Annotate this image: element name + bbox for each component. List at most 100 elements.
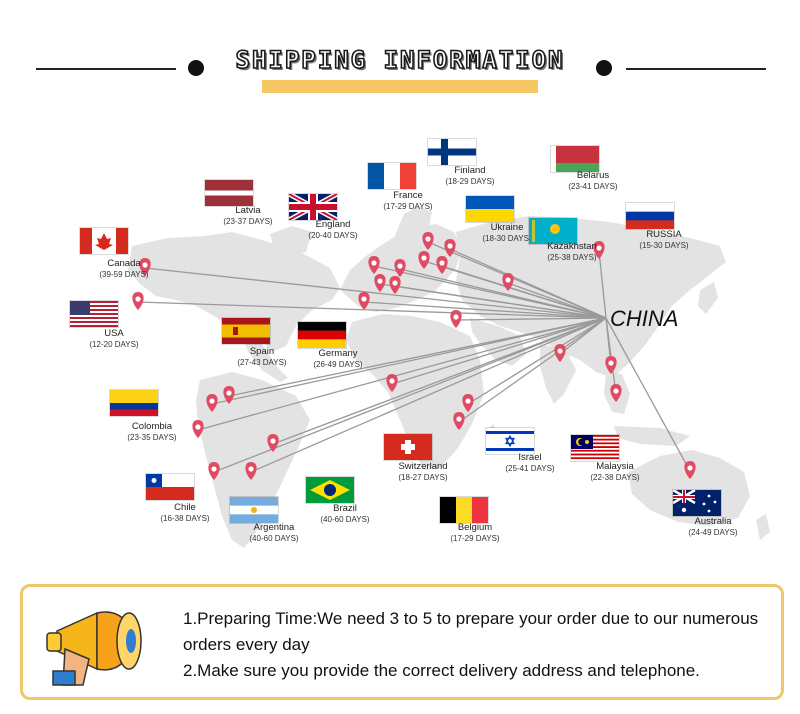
route-line (455, 317, 607, 321)
location-pin-icon (267, 434, 279, 452)
country-name: Spain (249, 346, 275, 357)
notice-line-3: 2.Make sure you provide the correct deli… (183, 661, 700, 680)
country-label-spain: Spain(27-43 DAYS) (207, 346, 317, 368)
usa-flag-icon (70, 301, 118, 327)
location-pin-icon (554, 344, 566, 362)
country-name: Australia (694, 516, 732, 527)
country-name: Argentina (253, 522, 295, 533)
country-label-france: France(17-29 DAYS) (353, 190, 463, 212)
location-pin-icon (502, 273, 514, 291)
shipping-days: (23-37 DAYS) (223, 217, 273, 226)
route-line (605, 317, 691, 472)
route-line (144, 267, 607, 319)
shipping-routes (137, 241, 691, 473)
russia-flag-icon (626, 203, 674, 229)
location-pin-icon (368, 256, 380, 274)
country-label-australia: Australia(24-49 DAYS) (658, 516, 768, 538)
malaysia-flag-icon (571, 435, 619, 461)
shipping-days: (17-29 DAYS) (383, 202, 433, 211)
country-label-usa: USA(12-20 DAYS) (59, 328, 169, 350)
notice-line-2: orders every day (183, 635, 310, 654)
country-label-kazakhstan: Kazakhstan(25-38 DAYS) (517, 241, 627, 263)
uk-flag-icon (289, 194, 337, 220)
shipping-days: (17-29 DAYS) (450, 534, 500, 543)
country-name: Kazakhstan (547, 241, 597, 252)
land-north-america (128, 232, 340, 352)
country-name: USA (104, 328, 124, 339)
land-indonesia (614, 426, 690, 446)
location-pin-icon (453, 412, 465, 430)
switzerland-flag-icon (384, 434, 432, 460)
country-name: Finland (454, 165, 486, 176)
kazakhstan-flag-icon (529, 218, 577, 244)
shipping-days: (18-30 DAYS) (482, 234, 532, 243)
belarus-flag-icon (551, 146, 599, 172)
location-pin-icon (394, 259, 406, 277)
chile-flag-icon (146, 474, 194, 500)
country-name: Canada (107, 258, 141, 269)
land-new-zealand (756, 514, 770, 540)
location-pin-icon (422, 232, 434, 250)
country-label-germany: Germany(26-49 DAYS) (283, 348, 393, 370)
country-name: Belgium (457, 522, 493, 533)
route-line (458, 317, 607, 423)
hub-label-china: CHINA (610, 306, 679, 331)
finland-flag-icon (428, 139, 476, 165)
spain-flag-icon (222, 318, 270, 344)
location-pin-icon (132, 292, 144, 310)
country-label-russia: RUSSIA(15-30 DAYS) (609, 229, 719, 251)
location-pin-icon (389, 276, 401, 294)
israel-flag-icon (486, 428, 534, 454)
land-scandinavia (394, 206, 432, 244)
shipping-days: (18-29 DAYS) (445, 177, 495, 186)
country-name: Latvia (235, 205, 261, 216)
shipping-days: (25-41 DAYS) (505, 464, 555, 473)
country-label-argentina: Argentina(40-60 DAYS) (219, 522, 329, 544)
route-line (449, 248, 607, 319)
country-name: RUSSIA (646, 229, 682, 240)
land-asia (456, 216, 726, 378)
location-pin-icon (418, 251, 430, 269)
route-line (213, 317, 607, 473)
route-line (272, 317, 607, 445)
title-underline-bar (262, 80, 538, 93)
germany-flag-icon (298, 322, 346, 348)
route-line (467, 317, 607, 405)
location-pin-icon (374, 274, 386, 292)
header-dot-right (596, 60, 612, 76)
land-south-america (196, 372, 310, 548)
route-line (211, 317, 607, 405)
location-pin-icon (462, 394, 474, 412)
shipping-days: (20-40 DAYS) (308, 231, 358, 240)
country-label-belgium: Belgium(17-29 DAYS) (420, 522, 530, 544)
country-name: Ukraine (490, 222, 524, 233)
land-africa (346, 314, 484, 470)
shipping-days: (25-38 DAYS) (547, 253, 597, 262)
australia-flag-icon (673, 490, 721, 516)
world-map (128, 206, 770, 548)
location-pin-icon (245, 462, 257, 480)
country-label-belarus: Belarus(23-41 DAYS) (538, 170, 648, 192)
shipping-days: (15-30 DAYS) (639, 241, 689, 250)
location-pin-icon (139, 258, 151, 276)
route-line (441, 265, 607, 319)
route-line (228, 317, 607, 397)
header-rule-right (626, 68, 766, 70)
latvia-flag-icon (205, 180, 253, 206)
country-name: Belarus (576, 170, 610, 181)
country-label-malaysia: Malaysia(22-38 DAYS) (560, 461, 670, 483)
country-name: Malaysia (596, 461, 634, 472)
location-pin-icon (610, 384, 622, 402)
route-line (507, 282, 607, 319)
shipping-days: (40-60 DAYS) (249, 534, 299, 543)
country-label-uk: England(20-40 DAYS) (278, 219, 388, 241)
route-line (391, 317, 607, 385)
colombia-flag-icon (110, 390, 158, 416)
country-name: England (315, 219, 351, 230)
country-name: Israel (518, 452, 542, 463)
route-line (197, 317, 607, 431)
header-rule-left (36, 68, 176, 70)
route-line (394, 285, 607, 319)
shipping-days: (26-49 DAYS) (313, 360, 363, 369)
route-line (363, 301, 607, 319)
